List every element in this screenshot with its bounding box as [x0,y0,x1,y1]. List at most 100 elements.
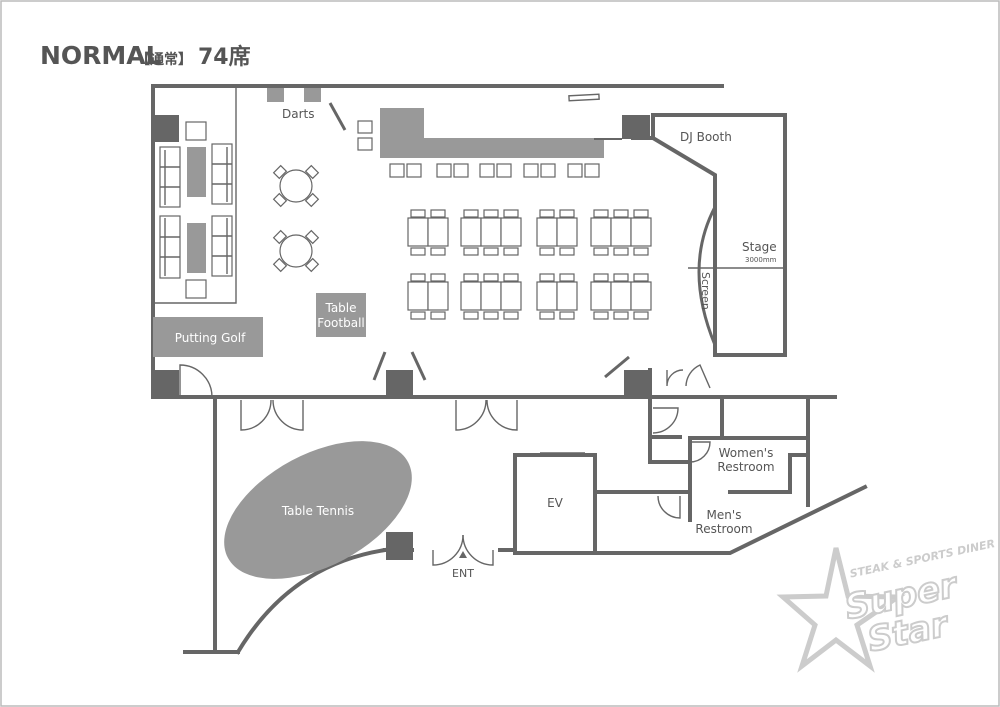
dining-table [427,217,449,247]
lounge-area [153,86,237,304]
dining-table [480,281,502,311]
dining-table [500,217,522,247]
chair [539,247,555,256]
round-table [279,169,313,203]
putting-golf-label: Putting Golf [175,331,246,345]
stage-label: Stage [742,240,777,254]
title-bracket: 【通常】 [136,51,192,68]
ev-label: EV [547,496,564,510]
chair [539,209,555,218]
table-football: Table Football [316,293,366,337]
lounge-table [187,147,206,197]
plan-title: NORMAL 【通常】 74席 [40,41,251,70]
dining-table [536,281,558,311]
chair [613,273,629,282]
mens-label-2: Restroom [695,522,752,536]
chair [559,273,575,282]
pillar [153,115,179,142]
dining-table [500,281,522,311]
dining-table [610,281,632,311]
table-tennis-label: Table Tennis [281,504,354,518]
chair [463,311,479,320]
chair [410,247,426,256]
chair [483,247,499,256]
chair [430,247,446,256]
chair [430,273,446,282]
womens-label-1: Women's [719,446,774,460]
pillar [622,115,650,139]
chair [503,247,519,256]
table-football-label-1: Table [324,301,356,315]
dining-table [407,281,429,311]
dining-table [460,217,482,247]
mens-label-1: Men's [707,508,742,522]
chair [593,247,609,256]
title-main: NORMAL [40,41,162,70]
dining-table [536,217,558,247]
pillar [624,370,651,397]
chair [633,273,649,282]
chair [593,311,609,320]
chair [613,247,629,256]
dining-table [630,281,652,311]
chair [633,209,649,218]
chair [613,209,629,218]
doors [179,364,711,566]
wall-screens [372,138,630,381]
chair [430,209,446,218]
chair [613,311,629,320]
dining-table [590,281,612,311]
chair [483,273,499,282]
chair [503,273,519,282]
title-seats: 74席 [198,44,251,70]
dining-table [407,217,429,247]
chair [559,247,575,256]
table-football-label-2: Football [317,316,365,330]
round-table [279,234,313,268]
chair [503,311,519,320]
screen-label: Screen [699,272,712,310]
super-star-logo: STEAK & SPORTS DINER Super Star [776,537,996,673]
chair [593,273,609,282]
dining-table [556,281,578,311]
pillar [386,370,413,397]
table-tennis: Table Tennis [224,441,412,579]
chair [593,209,609,218]
dining-tables [407,209,652,320]
chair [430,311,446,320]
womens-label-2: Restroom [717,460,774,474]
chair [539,311,555,320]
round-tables [272,164,320,273]
dining-table [556,217,578,247]
lounge-table [187,223,206,273]
ent-label: ENT [452,567,474,580]
dart-board [304,88,321,102]
chair [633,247,649,256]
chair [483,209,499,218]
dining-table [480,217,502,247]
chair [483,311,499,320]
chair [410,209,426,218]
chair [410,273,426,282]
dining-table [427,281,449,311]
pillar [386,532,413,560]
bar-counter [380,93,604,178]
chair [559,311,575,320]
dart-board [267,88,284,102]
dining-table [590,217,612,247]
dj-booth-label: DJ Booth [680,130,732,144]
chair [463,273,479,282]
chair [503,209,519,218]
dining-table [460,281,482,311]
darts-label: Darts [282,107,314,121]
dining-table [630,217,652,247]
putting-golf: Putting Golf [153,317,263,357]
stage-width-label: 3000mm [745,256,777,264]
chair [559,209,575,218]
chair [410,311,426,320]
darts-area: Darts [267,88,373,151]
stage-area: DJ Booth Stage 3000mm Screen [680,130,783,346]
